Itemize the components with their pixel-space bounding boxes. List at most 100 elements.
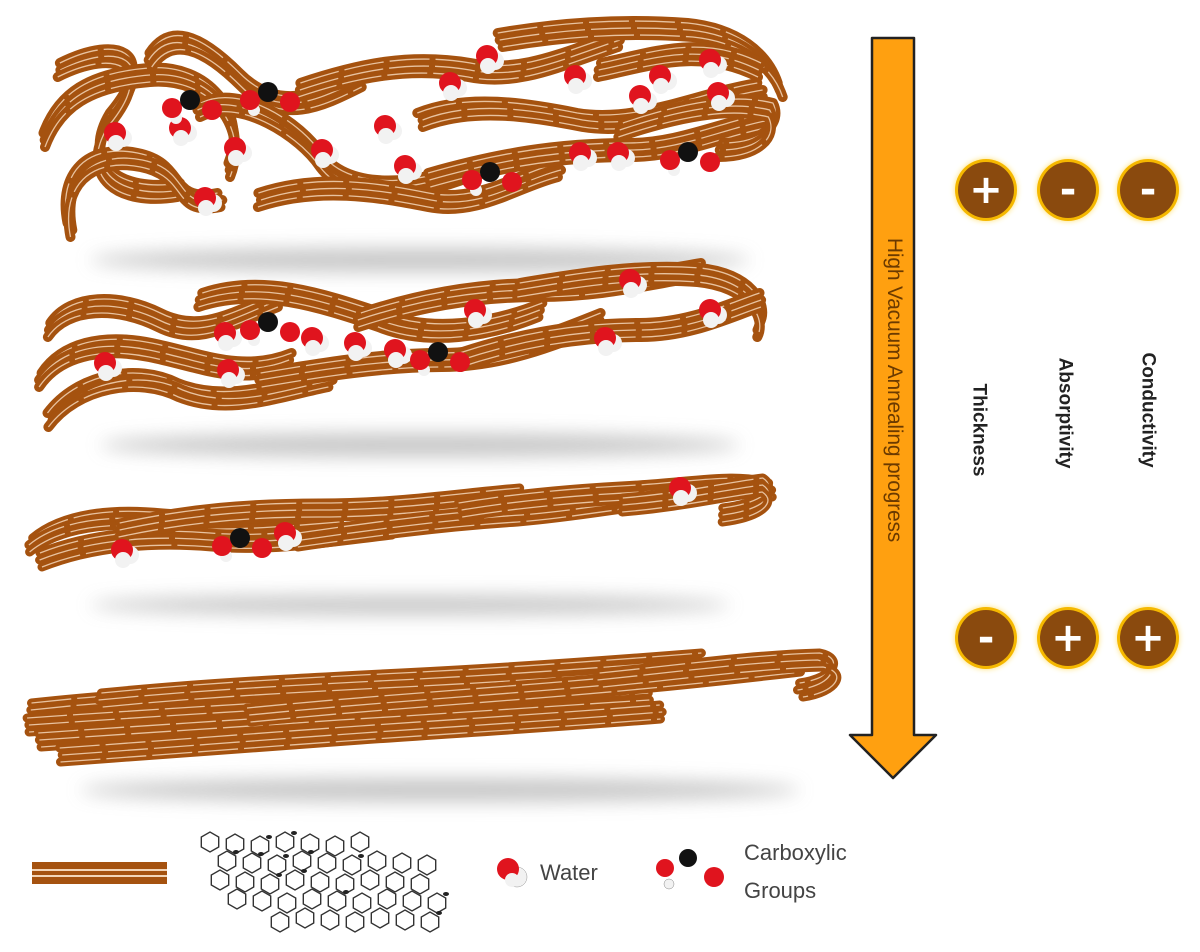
carbon-ring — [320, 909, 340, 931]
sheet — [593, 56, 763, 82]
stage-3-layer — [24, 473, 777, 572]
carbon-ring — [292, 850, 312, 872]
sheet — [34, 341, 295, 385]
oxygen-atom — [202, 100, 222, 120]
carbon-ring — [420, 911, 440, 933]
hydrogen-atom — [378, 128, 394, 144]
sheet — [55, 700, 665, 753]
carboxylic-group — [462, 162, 522, 196]
oxygen-atom — [252, 538, 272, 558]
carbon-ring — [317, 852, 337, 874]
hydrogen-atom — [278, 535, 294, 551]
water-molecule — [699, 49, 727, 78]
sheet-highlight — [598, 53, 759, 71]
carbon-ring — [302, 888, 322, 910]
sheet — [252, 172, 563, 214]
sheet-highlight — [300, 32, 621, 84]
carbon-ring — [217, 850, 237, 872]
carbon-ring — [250, 835, 270, 857]
oxygen-functional-group — [443, 892, 449, 896]
legend-carboxylic-icon — [656, 849, 724, 890]
sheet-highlight — [618, 112, 772, 158]
carbon-ring — [395, 909, 415, 931]
sheet-highlight — [602, 666, 838, 698]
hydrogen-atom — [703, 312, 719, 328]
oxygen-atom — [502, 172, 522, 192]
property-label-thickness: Thickness — [958, 345, 998, 515]
hydrogen-atom — [573, 155, 589, 171]
sheet — [294, 35, 625, 95]
carbon-ring — [275, 831, 295, 853]
sheet — [44, 295, 284, 335]
carbon-ring — [352, 892, 372, 914]
carbon-ring — [370, 907, 390, 929]
absorptivity-before-sign: - — [1040, 162, 1096, 218]
oxygen-atom — [280, 322, 300, 342]
hydrogen-atom — [443, 85, 459, 101]
stage-4-layer — [22, 648, 842, 767]
carbon-ring — [200, 831, 220, 853]
carbon-ring — [252, 890, 272, 912]
arrow-shape — [848, 36, 938, 780]
sheet — [423, 108, 774, 178]
thickness-label: Thickness — [968, 383, 989, 477]
sheet — [34, 695, 654, 745]
water-molecule — [439, 72, 467, 101]
sheet — [596, 42, 766, 68]
hydrogen-atom — [228, 150, 244, 166]
carbon-ring — [285, 869, 305, 891]
hydrogen-atom — [218, 335, 234, 351]
hydrogen-atom — [633, 98, 649, 114]
carbon-ring — [295, 907, 315, 929]
shadow-stage-3 — [90, 595, 730, 615]
water-molecule — [217, 359, 245, 388]
water-molecule — [301, 327, 329, 356]
sheet — [40, 76, 241, 182]
sheet — [45, 288, 286, 328]
carbon-atom — [230, 528, 250, 548]
sheet-highlight — [48, 299, 280, 331]
sheet — [593, 49, 764, 75]
water-molecule — [311, 139, 339, 168]
sheet — [497, 30, 788, 102]
sheet — [42, 302, 283, 342]
sheet-highlight — [47, 386, 329, 428]
sheet-highlight — [460, 299, 762, 361]
sheet — [454, 288, 765, 358]
carbon-ring — [367, 850, 387, 872]
oxygen-functional-group — [283, 854, 289, 858]
water-molecule — [607, 142, 635, 171]
hydrogen-atom — [480, 58, 496, 74]
oxygen-functional-group — [276, 873, 282, 877]
sheet — [63, 160, 226, 242]
sheet — [115, 483, 525, 528]
sheet — [617, 487, 773, 527]
sheet — [246, 667, 805, 727]
sheet-highlight — [101, 652, 702, 694]
shadow-stage-1 — [90, 248, 750, 272]
sheet-highlight — [151, 48, 362, 111]
sheet — [512, 275, 765, 342]
conductivity-label: Conductivity — [1138, 352, 1159, 468]
hydrogen-atom — [611, 155, 627, 171]
oxygen-functional-group — [308, 850, 314, 854]
hydrogen-atom — [305, 340, 321, 356]
stage-1-layer — [38, 16, 788, 242]
sheet-highlight — [622, 491, 769, 523]
carbon-atom — [678, 142, 698, 162]
carbon-ring — [377, 888, 397, 910]
water-molecule — [104, 122, 132, 151]
carboxylic-group — [162, 90, 222, 124]
sheet-highlight — [597, 659, 832, 691]
sheet — [96, 648, 706, 698]
carbon-ring — [235, 871, 255, 893]
carbon-ring — [417, 854, 437, 876]
hydrogen-atom — [388, 352, 404, 368]
carbon-ring — [402, 890, 422, 912]
hydrogen-atom — [315, 152, 331, 168]
hydrogen-atom — [398, 168, 414, 184]
hydrogen-atom — [198, 200, 214, 216]
water-molecule — [707, 82, 735, 111]
sheet-highlight — [622, 477, 770, 509]
carbon-ring — [210, 869, 230, 891]
